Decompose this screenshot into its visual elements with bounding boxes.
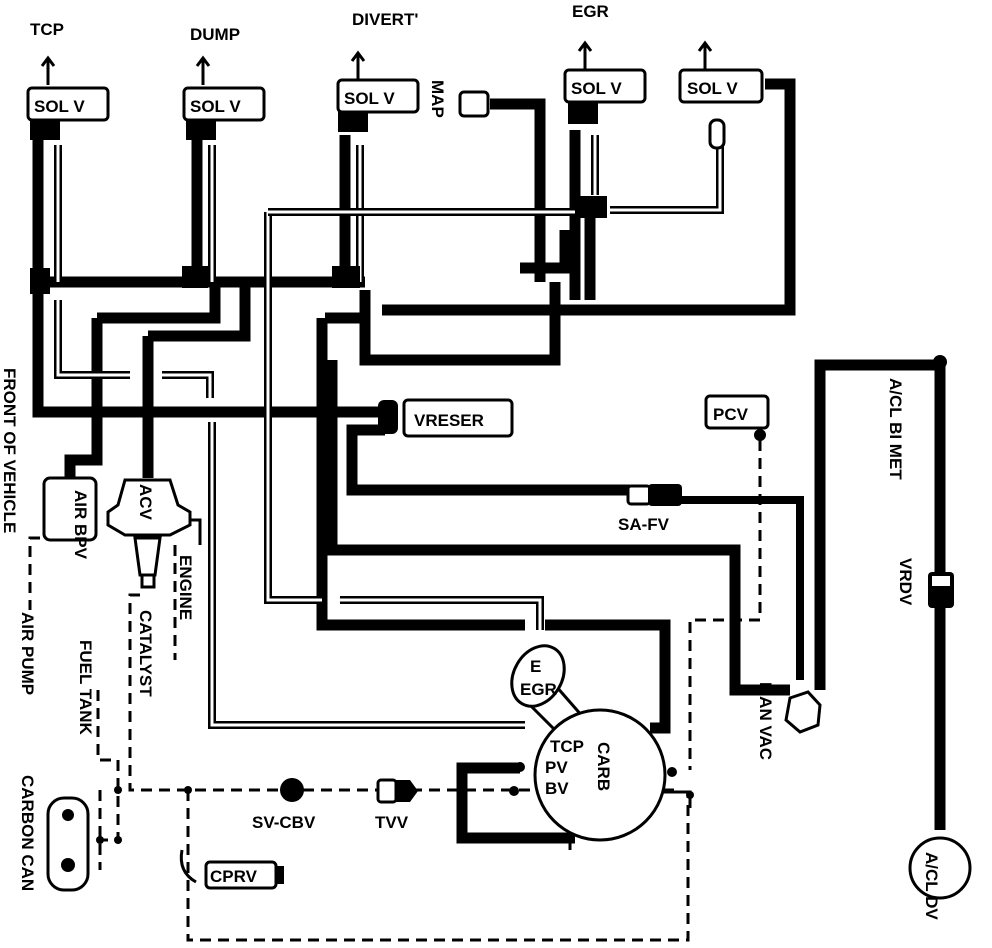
egr-valve-label: EGR: [520, 680, 557, 699]
tee-junctions: [30, 196, 607, 294]
carbon-can-label: CARBON CAN: [18, 775, 37, 891]
acv: ACV: [106, 478, 192, 589]
vrdv: VRDV: [896, 558, 954, 608]
sol-v-tcp: SOL V: [26, 86, 110, 140]
sol-v-egr-2-label: SOL V: [687, 79, 738, 98]
acl-dv: A/CL DV: [908, 836, 972, 920]
sol-v-tcp-label: SOL V: [34, 97, 85, 116]
air-bpv: AIR BPV: [42, 476, 98, 560]
vapor-junction-dots: [96, 786, 694, 844]
vacuum-lines-medium: [680, 496, 804, 680]
acv-label: ACV: [136, 484, 155, 521]
sa-fv: SA-FV: [618, 484, 682, 534]
air-bpv-label: AIR BPV: [71, 490, 90, 560]
man-vac: MAN VAC: [756, 682, 822, 760]
tcp-port-label: TCP: [550, 737, 584, 756]
egr-valve-e: E: [530, 657, 541, 676]
tvv: TVV: [375, 778, 418, 832]
sv-cbv: SV-CBV: [252, 778, 316, 832]
map-label: MAP: [428, 80, 447, 118]
vreser: VRESER: [378, 398, 514, 438]
tcp-top-label: TCP: [30, 20, 64, 39]
cprv: CPRV: [179, 849, 284, 890]
engine-label: ENGINE: [176, 555, 195, 620]
carbon-can: CARBON CAN: [18, 775, 90, 892]
sol-v-egr-2: SOL V: [678, 68, 764, 150]
sol-v-egr-1-label: SOL V: [571, 79, 622, 98]
vent-arrows: [40, 40, 713, 85]
sv-cbv-label: SV-CBV: [252, 813, 316, 832]
vrdv-label: VRDV: [896, 558, 915, 606]
vacuum-lines-solid: [32, 78, 946, 844]
man-vac-label: MAN VAC: [756, 682, 775, 760]
sa-fv-label: SA-FV: [618, 515, 670, 534]
bv-port-label: BV: [545, 779, 569, 798]
sol-v-egr-1: SOL V: [563, 68, 647, 124]
dump-label: DUMP: [190, 25, 240, 44]
cprv-label: CPRV: [210, 867, 258, 886]
sol-v-dump: SOL V: [182, 86, 266, 140]
egr-top-label: EGR: [572, 2, 609, 21]
sol-v-divert-label: SOL V: [344, 89, 395, 108]
vapor-lines-dashed: [28, 440, 762, 942]
acl-bimet-label: A/CL BI MET: [886, 378, 905, 480]
map-sensor: MAP: [428, 80, 490, 118]
fuel-tank-label: FUEL TANK: [76, 640, 95, 735]
pv-port-label: PV: [545, 758, 568, 777]
acl-dv-label: A/CL DV: [922, 852, 941, 920]
acl-bimet: A/CL BI MET: [886, 355, 947, 480]
sol-v-divert: SOL V: [336, 78, 420, 132]
vreser-label: VRESER: [414, 411, 484, 430]
carburetor: TCP PV BV CARB: [509, 708, 677, 842]
pcv: PCV: [704, 394, 770, 441]
tvv-label: TVV: [375, 813, 409, 832]
sol-v-dump-label: SOL V: [190, 97, 241, 116]
divert-label: DIVERT': [352, 10, 418, 29]
catalyst-label: CATALYST: [136, 610, 155, 697]
front-of-vehicle-label: FRONT OF VEHICLE: [0, 368, 19, 533]
air-pump-label: AIR PUMP: [18, 612, 37, 695]
pcv-label: PCV: [713, 405, 749, 424]
carb-label: CARB: [594, 742, 613, 791]
